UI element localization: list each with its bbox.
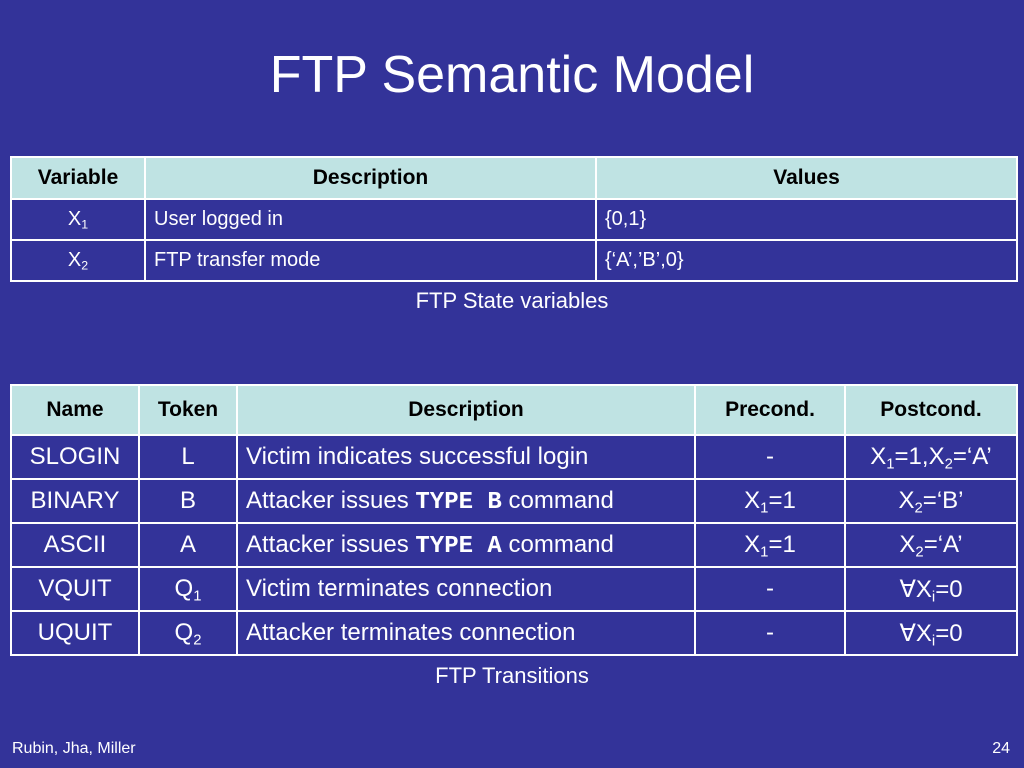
- page-number: 24: [992, 740, 1010, 757]
- cell-description: Victim indicates successful login: [236, 434, 696, 480]
- cell-description: User logged in: [144, 198, 597, 241]
- command-code: TYPE A: [415, 532, 502, 560]
- table-row: X1 User logged in {0,1}: [10, 198, 1018, 241]
- cell-name: SLOGIN: [10, 434, 140, 480]
- cell-description: Attacker terminates connection: [236, 610, 696, 656]
- transitions-table: Name Token Description Precond. Postcond…: [10, 384, 1018, 656]
- footer-authors: Rubin, Jha, Miller: [12, 740, 136, 757]
- cell-name: ASCII: [10, 522, 140, 568]
- cell-precond: -: [694, 434, 846, 480]
- header-token: Token: [138, 384, 238, 436]
- cell-description: FTP transfer mode: [144, 239, 597, 282]
- header-values: Values: [595, 156, 1018, 200]
- table-header-row: Name Token Description Precond. Postcond…: [10, 384, 1018, 436]
- table-row: X2 FTP transfer mode {‘A’,’B’,0}: [10, 239, 1018, 282]
- state-variables-table: Variable Description Values X1 User logg…: [10, 156, 1018, 282]
- header-description: Description: [144, 156, 597, 200]
- cell-postcond: X1=1,X2=‘A’: [844, 434, 1018, 480]
- cell-token: L: [138, 434, 238, 480]
- header-description: Description: [236, 384, 696, 436]
- cell-token: A: [138, 522, 238, 568]
- cell-token: Q1: [138, 566, 238, 612]
- cell-description: Attacker issues TYPE A command: [236, 522, 696, 568]
- cell-precond: -: [694, 566, 846, 612]
- cell-description: Victim terminates connection: [236, 566, 696, 612]
- cell-name: VQUIT: [10, 566, 140, 612]
- cell-name: BINARY: [10, 478, 140, 524]
- cell-postcond: X2=‘B’: [844, 478, 1018, 524]
- cell-postcond: X2=‘A’: [844, 522, 1018, 568]
- transitions-table-caption: FTP Transitions: [435, 663, 589, 688]
- cell-values: {0,1}: [595, 198, 1018, 241]
- cell-precond: X1=1: [694, 478, 846, 524]
- cell-description: Attacker issues TYPE B command: [236, 478, 696, 524]
- cell-variable: X2: [10, 239, 146, 282]
- cell-precond: -: [694, 610, 846, 656]
- state-table-caption: FTP State variables: [415, 288, 609, 313]
- cell-values: {‘A’,’B’,0}: [595, 239, 1018, 282]
- header-name: Name: [10, 384, 140, 436]
- table-header-row: Variable Description Values: [10, 156, 1018, 200]
- cell-precond: X1=1: [694, 522, 846, 568]
- cell-postcond: ∀Xi=0: [844, 610, 1018, 656]
- header-postcond: Postcond.: [844, 384, 1018, 436]
- header-precond: Precond.: [694, 384, 846, 436]
- cell-token: Q2: [138, 610, 238, 656]
- cell-variable: X1: [10, 198, 146, 241]
- cell-postcond: ∀Xi=0: [844, 566, 1018, 612]
- header-variable: Variable: [10, 156, 146, 200]
- command-code: TYPE B: [415, 488, 502, 516]
- cell-token: B: [138, 478, 238, 524]
- cell-name: UQUIT: [10, 610, 140, 656]
- slide-title: FTP Semantic Model: [269, 46, 755, 104]
